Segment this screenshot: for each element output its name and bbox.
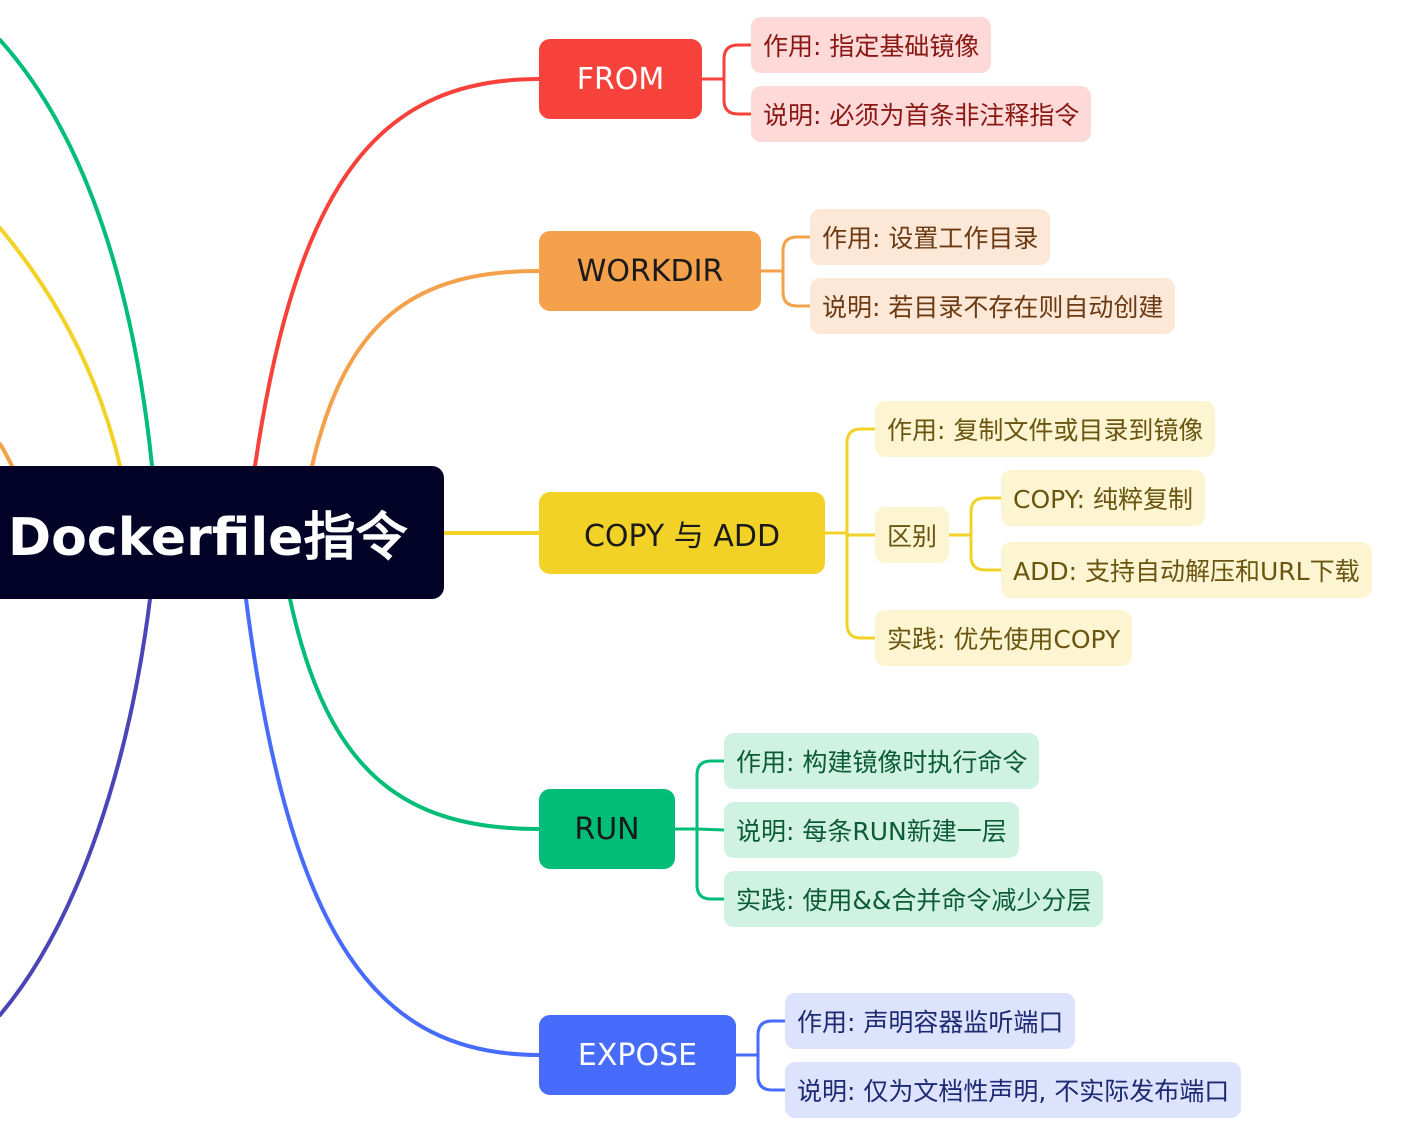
leaf-text: 说明: 若目录不存在则自动创建 — [822, 293, 1164, 322]
leaf-text: 说明: 仅为文档性声明, 不实际发布端口 — [797, 1077, 1230, 1106]
leaf-connector — [845, 531, 877, 537]
leaf-connector — [781, 269, 812, 308]
leaf-connector — [695, 759, 726, 831]
branch-expose[interactable]: EXPOSE — [539, 1015, 736, 1095]
leaf-expose-note[interactable]: 说明: 仅为文档性声明, 不实际发布端口 — [785, 1062, 1242, 1118]
leaf-expose-purpose[interactable]: 作用: 声明容器监听端口 — [785, 993, 1076, 1049]
offscreen-connector — [0, 597, 152, 1017]
leaf-text: 说明: 每条RUN新建一层 — [736, 817, 1007, 846]
leaf-run-note[interactable]: 说明: 每条RUN新建一层 — [724, 802, 1019, 858]
leaf-workdir-note[interactable]: 说明: 若目录不存在则自动创建 — [810, 278, 1176, 334]
leaf-connector — [695, 827, 726, 832]
branch-label: EXPOSE — [577, 1037, 698, 1073]
subleaf-connector — [969, 533, 1003, 572]
offscreen-connector — [0, 38, 154, 468]
leaf-connector — [722, 77, 753, 116]
leaf-connector — [722, 43, 753, 81]
leaf-text: COPY: 纯粹复制 — [1013, 485, 1193, 514]
leaf-copy-practice[interactable]: 实践: 优先使用COPY — [875, 610, 1133, 666]
leaf-copy-difference[interactable]: 区别 — [875, 507, 950, 563]
branch-connector — [253, 77, 541, 468]
offscreen-connector — [0, 226, 122, 468]
branch-workdir[interactable]: WORKDIR — [539, 231, 761, 311]
leaf-connector — [756, 1053, 787, 1092]
leaf-text: 作用: 复制文件或目录到镜像 — [887, 416, 1204, 445]
leaf-text: 说明: 必须为首条非注释指令 — [763, 101, 1080, 130]
branch-connector — [244, 597, 541, 1057]
leaf-text: 作用: 指定基础镜像 — [763, 32, 980, 61]
leaf-connector — [695, 827, 726, 901]
leaf-text: 作用: 设置工作目录 — [822, 224, 1039, 253]
branch-from[interactable]: FROM — [539, 39, 702, 119]
leaf-text: 实践: 使用&&合并命令减少分层 — [736, 886, 1092, 915]
leaf-text: 作用: 构建镜像时执行命令 — [736, 748, 1028, 777]
leaf-connector — [845, 531, 877, 640]
branch-label: RUN — [574, 811, 640, 847]
branch-label: WORKDIR — [576, 253, 724, 289]
leaf-text: ADD: 支持自动解压和URL下载 — [1013, 557, 1360, 586]
offscreen-connector — [0, 442, 14, 468]
branch-run[interactable]: RUN — [539, 789, 675, 869]
leaf-run-purpose[interactable]: 作用: 构建镜像时执行命令 — [724, 733, 1040, 789]
branch-connector — [288, 597, 541, 831]
root-label: Dockerfile指令 — [8, 508, 408, 568]
subleaf-connector — [969, 496, 1003, 537]
branch-connector — [310, 269, 541, 468]
leaf-from-purpose[interactable]: 作用: 指定基础镜像 — [751, 17, 992, 73]
leaf-text: 区别 — [887, 522, 938, 551]
leaf-text: 实践: 优先使用COPY — [887, 625, 1121, 654]
branch-label: FROM — [576, 61, 665, 97]
root-node[interactable]: Dockerfile指令 — [0, 466, 444, 599]
leaf-text: 作用: 声明容器监听端口 — [797, 1008, 1064, 1037]
subleaf-add-extract[interactable]: ADD: 支持自动解压和URL下载 — [1001, 542, 1372, 598]
leaf-connector — [781, 235, 812, 273]
leaf-copy-purpose[interactable]: 作用: 复制文件或目录到镜像 — [875, 401, 1216, 457]
branch-label: COPY 与 ADD — [583, 519, 781, 554]
branch-copy-add[interactable]: COPY 与 ADD — [539, 492, 825, 574]
leaf-connector — [845, 427, 877, 535]
leaf-from-note[interactable]: 说明: 必须为首条非注释指令 — [751, 86, 1092, 142]
leaf-run-practice[interactable]: 实践: 使用&&合并命令减少分层 — [724, 871, 1104, 927]
subleaf-copy-pure[interactable]: COPY: 纯粹复制 — [1001, 470, 1205, 526]
leaf-connector — [756, 1019, 787, 1057]
leaf-workdir-purpose[interactable]: 作用: 设置工作目录 — [810, 209, 1051, 265]
